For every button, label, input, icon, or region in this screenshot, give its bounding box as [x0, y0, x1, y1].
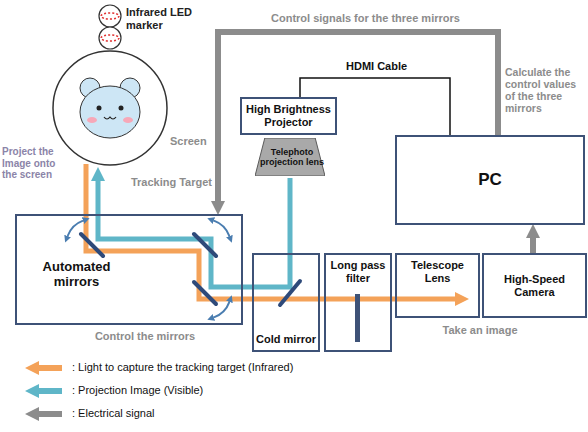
cold-mirror-box: Cold mirror — [252, 253, 320, 352]
mirror-control-note: Control the mirrors — [70, 330, 220, 343]
camera-box: High-Speed Camera — [482, 253, 587, 318]
node-text: Long pass filter — [328, 259, 388, 284]
signal-connector — [218, 32, 498, 201]
legend-text: : Projection Image (Visible) — [72, 384, 203, 397]
filter-box: Long pass filter — [324, 253, 392, 352]
mirror-symbols — [81, 234, 300, 305]
legend-text: : Light to capture the tracking target (… — [72, 361, 293, 374]
projector-box: High Brightness Projector — [240, 97, 337, 135]
projection-note: Project the Image onto the screen — [2, 146, 62, 181]
calculation-note: Calculate the control values of the thre… — [505, 66, 584, 114]
node-text: Cold mirror — [256, 333, 316, 346]
node-text: High-Speed Camera — [486, 273, 583, 298]
signal-connector — [530, 238, 536, 253]
mirror-unit-box: Automated mirrors — [15, 214, 243, 325]
node-text: High Brightness Projector — [244, 103, 333, 128]
target-label: Tracking Target — [122, 176, 212, 189]
telescope-box: Telescope Lens — [395, 253, 480, 318]
pc-box: PC — [395, 135, 585, 225]
led-marker — [99, 5, 121, 49]
lens-trapezoid: Telephoto projection lens — [255, 138, 329, 176]
connector-label: Control signals for the three mirrors — [268, 12, 463, 25]
infrared-light-path — [86, 164, 455, 299]
node-text: Telephoto projection lens — [260, 147, 324, 168]
screen-illustration — [52, 50, 168, 166]
legend-text: : Electrical signal — [72, 407, 155, 420]
legend-samples — [39, 368, 62, 414]
marker-label: Infrared LED marker — [126, 6, 196, 31]
node-text: Screen — [170, 135, 207, 148]
projection-light-path — [98, 178, 290, 287]
filter-plate — [355, 294, 360, 342]
capture-note: Take an image — [425, 324, 535, 337]
node-text: Telescope Lens — [399, 259, 476, 284]
node-text: Automated mirrors — [29, 260, 124, 290]
screen-circle: Screen — [52, 50, 168, 166]
connector-label: HDMI Cable — [343, 60, 410, 73]
node-text: PC — [478, 170, 502, 190]
bear-face — [80, 78, 140, 138]
